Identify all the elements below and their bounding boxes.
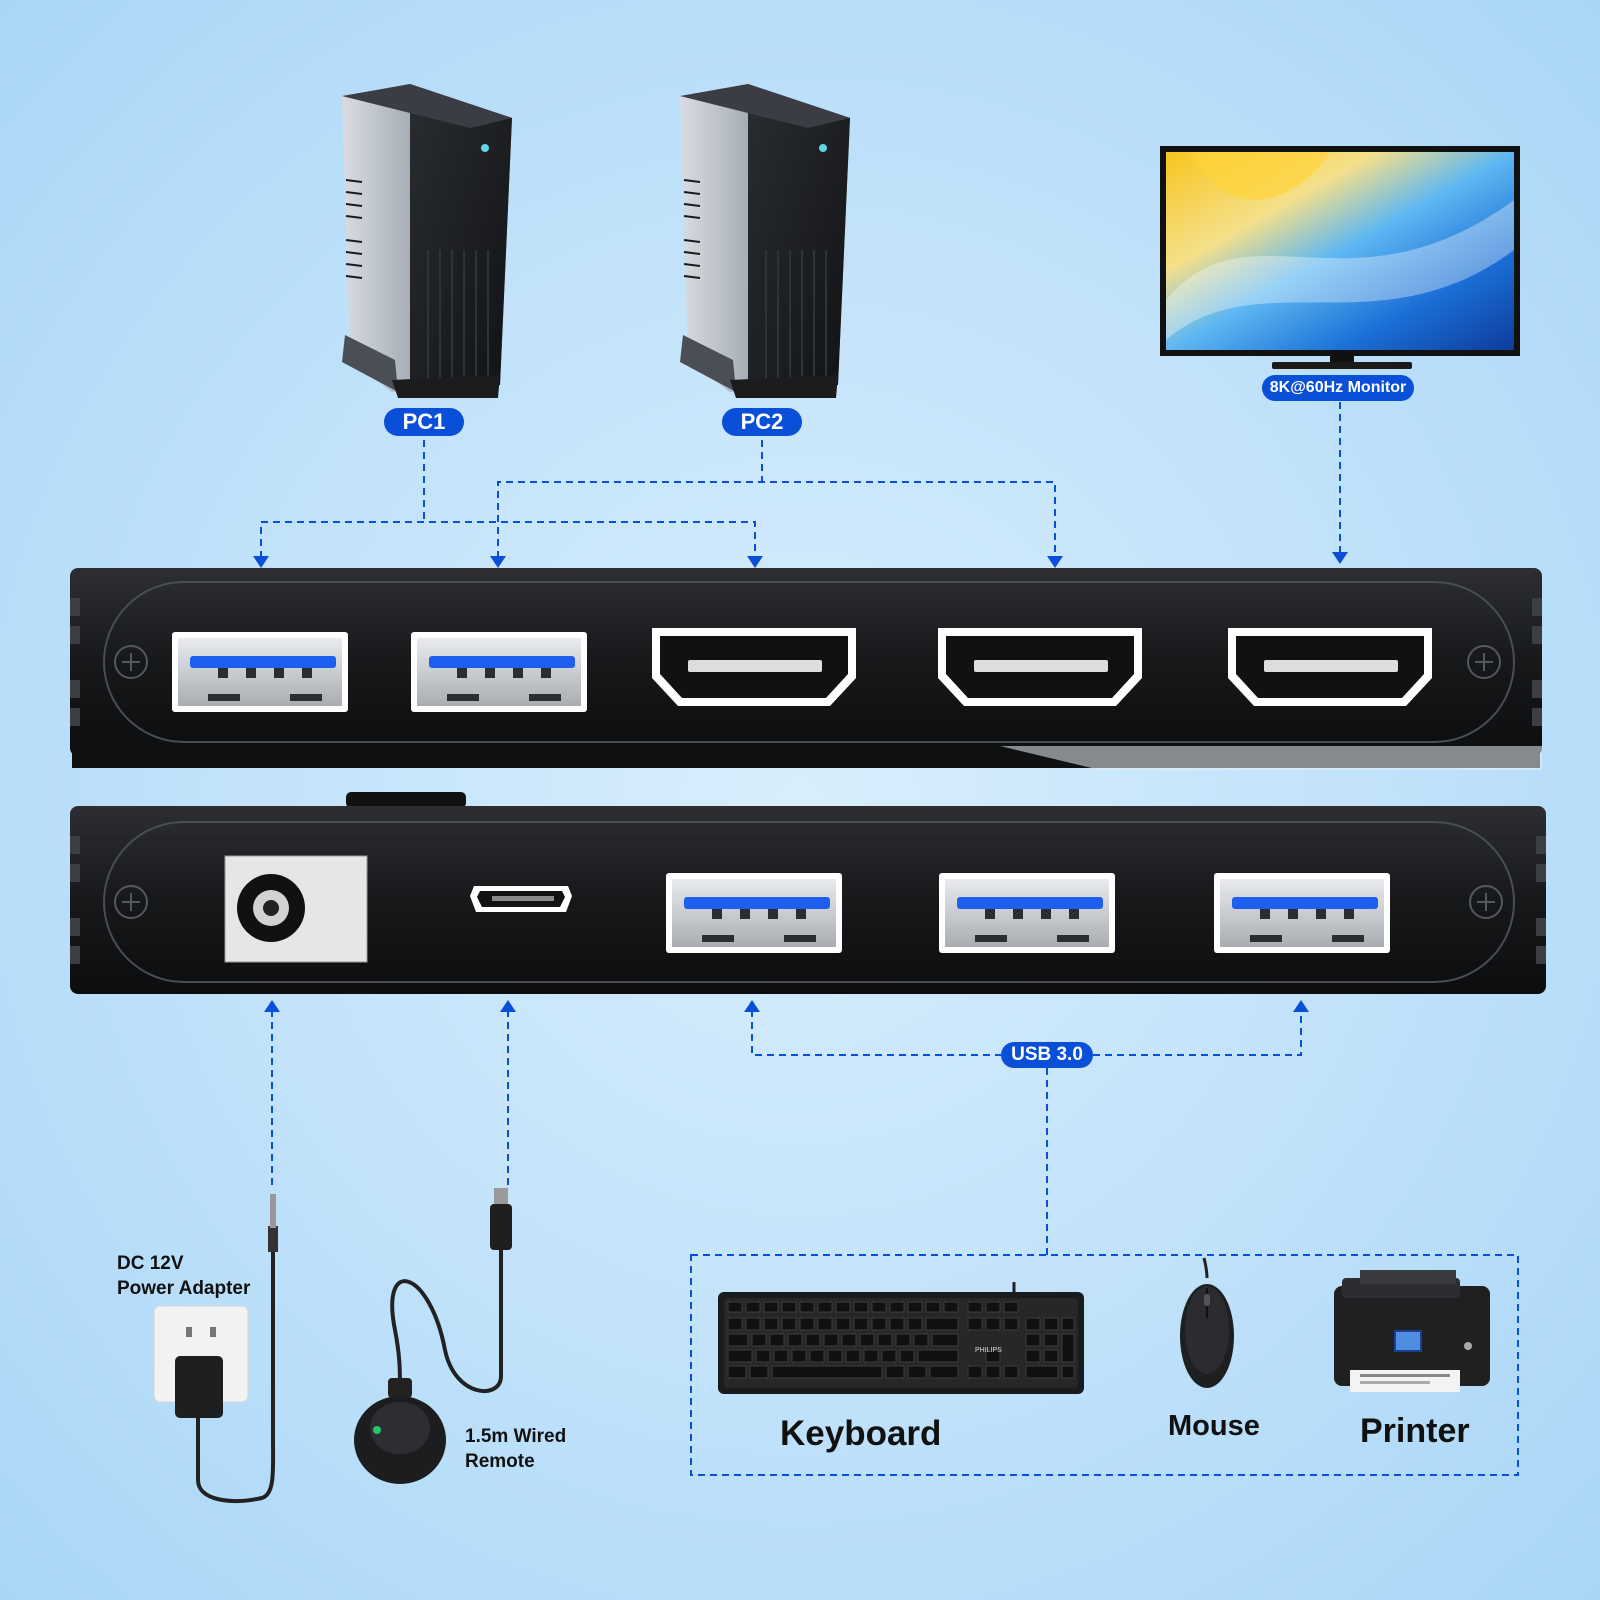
mouse-icon [1180,1257,1234,1388]
printer-icon [1334,1270,1490,1392]
dc-adapter-label: DC 12V Power Adapter [117,1251,287,1301]
kvm-switch-rear-panel [70,568,1542,770]
printer-label: Printer [1360,1412,1470,1450]
hdmi-port-icon [938,628,1142,706]
dc-jack-icon [224,855,368,963]
usb-port-icon [666,873,842,953]
bottom-arrowheads [264,1000,1309,1012]
hdmi-port-icon [652,628,856,706]
power-adapter-icon [153,1194,278,1503]
keyboard-icon: PHILIPS [718,1282,1084,1394]
usb-port-icon [1214,873,1390,953]
usb-port-icon [939,873,1115,953]
keyboard-brand-text: PHILIPS [975,1347,1002,1354]
bottom-connector-lines [271,1010,1519,1476]
remote-label-line1: 1.5m Wired [465,1426,567,1447]
top-arrowheads [253,552,1348,568]
monitor-label: 8K@60Hz Monitor [1262,375,1414,401]
hdmi-port-icon [1228,628,1432,706]
kvm-switch-front-panel [70,792,1546,994]
remote-label-line2: Remote [465,1451,535,1472]
usb-port-icon [411,632,587,712]
wired-remote-icon [354,1188,512,1484]
screw-left-bottom [114,885,148,919]
top-connector-lines [260,402,1341,558]
pc2-tower-icon [680,84,850,398]
usb-port-icon [172,632,348,712]
screw-right-bottom [1469,885,1503,919]
dc-adapter-label-line2: Power Adapter [117,1278,251,1299]
monitor-icon [1160,146,1520,369]
usb-label: USB 3.0 [1001,1042,1093,1068]
pc1-label: PC1 [384,408,464,436]
micro-usb-port-icon [470,886,572,912]
screw-right-top [1467,645,1501,679]
mouse-label: Mouse [1168,1410,1260,1442]
pc2-label: PC2 [722,408,802,436]
dc-adapter-label-line1: DC 12V [117,1253,184,1274]
remote-label: 1.5m Wired Remote [465,1424,605,1474]
keyboard-label: Keyboard [780,1414,942,1453]
screw-left-top [114,645,148,679]
pc1-tower-icon [342,84,512,398]
